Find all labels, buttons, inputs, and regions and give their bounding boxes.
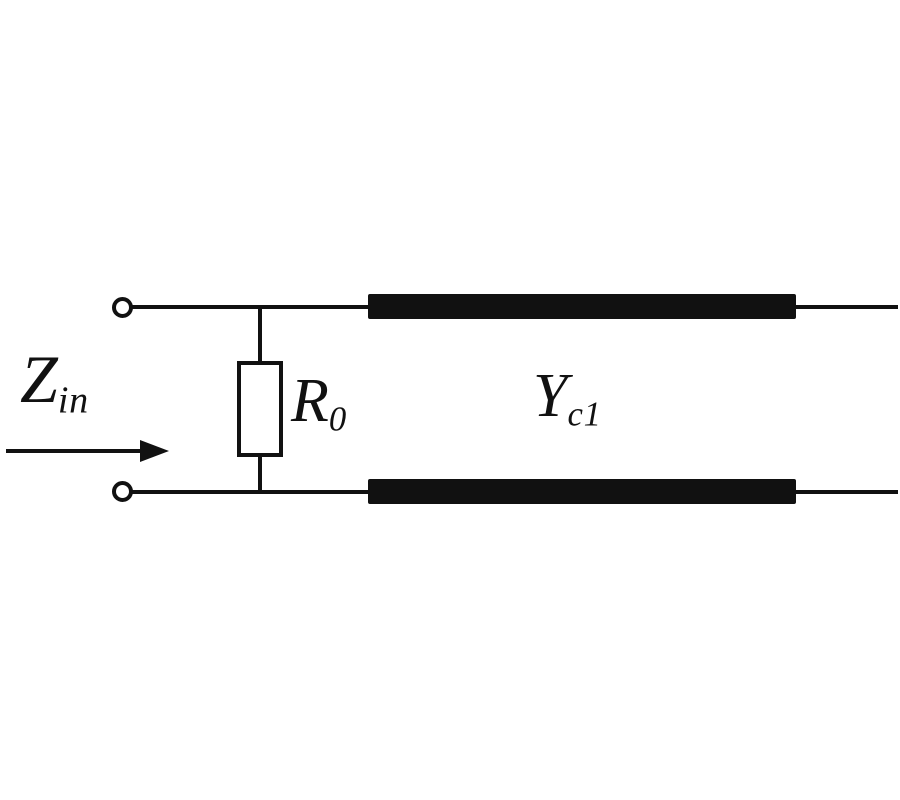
label-input-impedance: Zin xyxy=(20,345,89,420)
input-arrow-head xyxy=(140,440,169,462)
label-resistor-sub: 0 xyxy=(328,399,347,439)
label-resistor: R0 xyxy=(291,370,347,437)
label-line-admittance-sub: c1 xyxy=(567,394,602,434)
input-terminal-bottom xyxy=(112,481,133,502)
label-line-admittance: Yc1 xyxy=(533,365,602,432)
label-input-impedance-main: Z xyxy=(20,341,58,417)
input-terminal-top xyxy=(112,297,133,318)
label-line-admittance-main: Y xyxy=(533,362,568,430)
resistor-body xyxy=(237,361,283,457)
label-resistor-main: R xyxy=(291,367,329,435)
bottom-transmission-line-conductor xyxy=(368,479,796,504)
top-transmission-line-conductor xyxy=(368,294,796,319)
label-input-impedance-sub: in xyxy=(57,379,89,422)
input-arrow-shaft xyxy=(6,449,144,453)
